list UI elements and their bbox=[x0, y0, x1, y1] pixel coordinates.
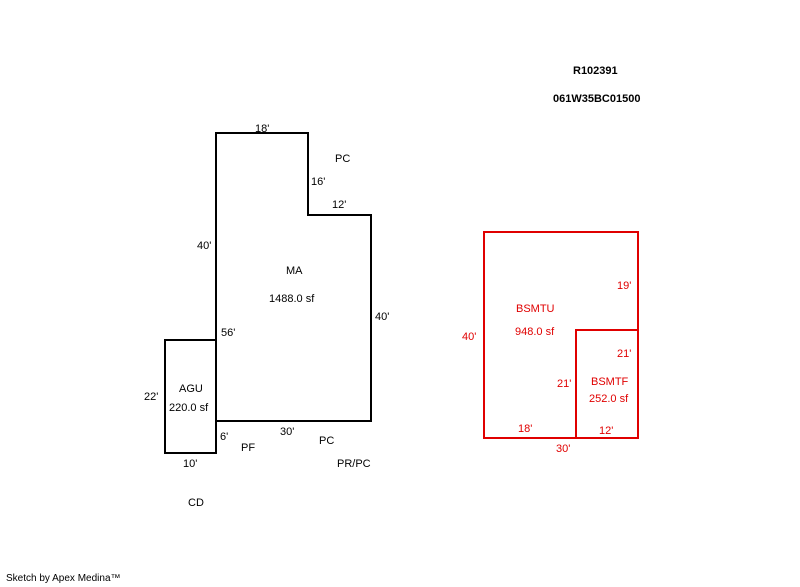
dim-garage-left: 22' bbox=[144, 391, 158, 403]
basement-finished-size: 252.0 sf bbox=[589, 393, 629, 405]
dim-red-right-upper: 19' bbox=[617, 280, 631, 292]
code-pr-pc: PR/PC bbox=[337, 458, 371, 470]
garage-code: AGU bbox=[179, 383, 203, 395]
dim-red-right-lower: 21' bbox=[617, 348, 631, 360]
code-pc-top: PC bbox=[335, 153, 350, 165]
dim-right: 40' bbox=[375, 311, 389, 323]
code-pc-bottom: PC bbox=[319, 435, 334, 447]
garage-outline bbox=[164, 339, 217, 454]
dim-red-inner-left: 21' bbox=[557, 378, 571, 390]
main-area-code: MA bbox=[286, 265, 303, 277]
dim-garage-bottom: 10' bbox=[183, 458, 197, 470]
dim-left-inner: 56' bbox=[221, 327, 235, 339]
basement-finished-code: BSMTF bbox=[591, 376, 629, 388]
dim-top: 18' bbox=[255, 123, 269, 135]
basement-outline bbox=[483, 231, 639, 439]
basement-unfinished-code: BSMTU bbox=[516, 303, 555, 315]
dim-red-total-width: 30' bbox=[556, 443, 570, 455]
dim-bottom: 30' bbox=[280, 426, 294, 438]
dim-red-bottom-left: 18' bbox=[518, 423, 532, 435]
code-pf: PF bbox=[241, 442, 255, 454]
parcel-id: R102391 bbox=[573, 65, 618, 77]
dim-red-left: 40' bbox=[462, 331, 476, 343]
basement-unfinished-size: 948.0 sf bbox=[515, 326, 555, 338]
main-area-size: 1488.0 sf bbox=[269, 293, 315, 305]
dim-notch-horizontal: 12' bbox=[332, 199, 346, 211]
dim-red-bottom-right: 12' bbox=[599, 425, 613, 437]
garage-size: 220.0 sf bbox=[169, 402, 209, 414]
main-area-outline bbox=[215, 132, 372, 422]
finished-basement-outline bbox=[575, 329, 638, 438]
map-number: 061W35BC01500 bbox=[553, 93, 640, 105]
dim-notch-vertical: 16' bbox=[311, 176, 325, 188]
dim-left-upper: 40' bbox=[197, 240, 211, 252]
sketch-credit: Sketch by Apex Medina™ bbox=[6, 573, 121, 584]
dim-garage-step: 6' bbox=[220, 431, 228, 443]
code-cd: CD bbox=[188, 497, 204, 509]
